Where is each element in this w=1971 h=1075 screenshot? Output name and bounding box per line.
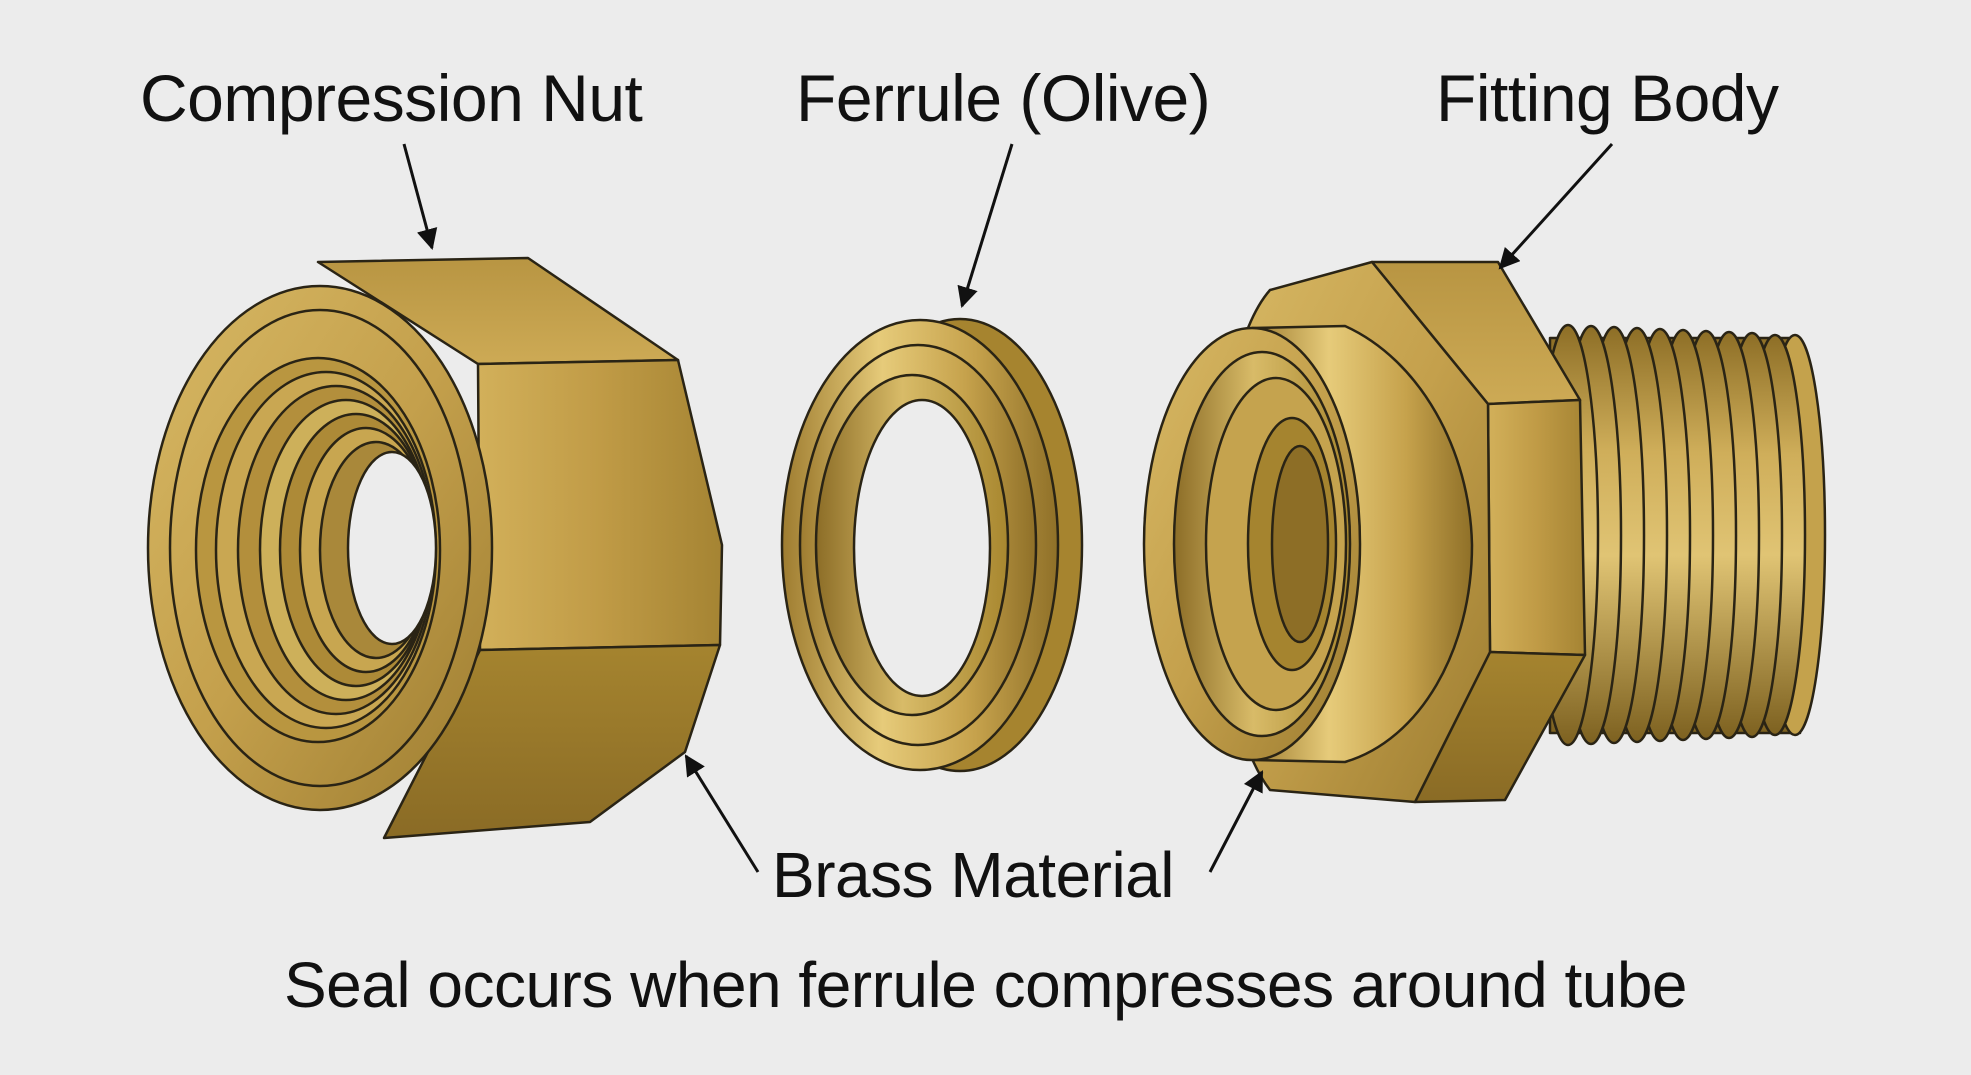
caption: Seal occurs when ferrule compresses arou… (283, 949, 1688, 1021)
fitting-body (1142, 260, 1827, 804)
arrow-icon (1208, 770, 1264, 873)
label-compression-nut: Compression Nut (140, 61, 643, 135)
nut-hex-lower-face (382, 643, 722, 840)
ferrule-opening (852, 398, 992, 698)
compression-nut (146, 256, 724, 840)
leader-arrows (402, 142, 1614, 873)
arrow-icon (957, 143, 1014, 309)
label-brass-material: Brass Material (772, 839, 1175, 911)
ferrule (780, 317, 1084, 773)
nut-bore-opening (346, 450, 438, 646)
body-threads (1536, 323, 1827, 747)
arrow-icon (684, 754, 760, 873)
arrow-icon (402, 143, 438, 251)
label-ferrule: Ferrule (Olive) (796, 61, 1211, 135)
nut-hex-upper-face (476, 358, 724, 652)
body-hex-right-face (1486, 398, 1587, 657)
label-fitting-body: Fitting Body (1436, 61, 1779, 135)
arrow-icon (1498, 142, 1614, 270)
